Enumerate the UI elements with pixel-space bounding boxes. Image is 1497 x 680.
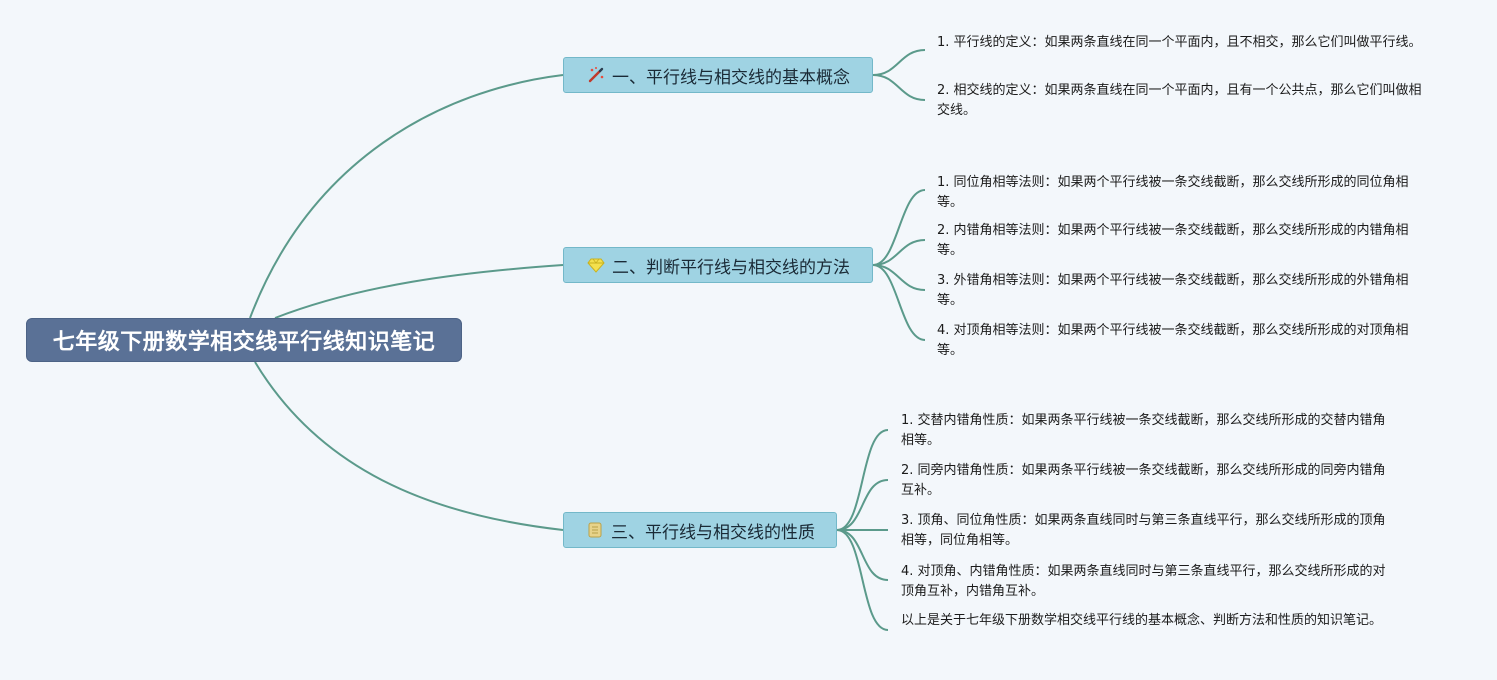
- leaf-1-2[interactable]: 2. 相交线的定义：如果两条直线在同一个平面内，且有一个公共点，那么它们叫做相交…: [937, 83, 1422, 118]
- branch-label-3: 三、平行线与相交线的性质: [611, 522, 815, 543]
- leaf-2-1[interactable]: 1. 同位角相等法则：如果两个平行线被一条交线截断，那么交线所形成的同位角相等。: [937, 175, 1409, 210]
- branch-label-2: 二、判断平行线与相交线的方法: [612, 257, 850, 278]
- connector-branch-2-leaf-2: [872, 239, 926, 266]
- root-topic[interactable]: 七年级下册数学相交线平行线知识笔记: [26, 318, 462, 362]
- connector-root-branch-1: [249, 74, 564, 319]
- leaf-2-2[interactable]: 2. 内错角相等法则：如果两个平行线被一条交线截断，那么交线所形成的内错角相等。: [937, 223, 1409, 258]
- branch-topic-3[interactable]: 三、平行线与相交线的性质: [563, 512, 837, 548]
- leaf-1-1[interactable]: 1. 平行线的定义：如果两条直线在同一个平面内，且不相交，那么它们叫做平行线。: [937, 35, 1422, 50]
- root-title: 七年级下册数学相交线平行线知识笔记: [52, 330, 436, 355]
- leaf-3-5[interactable]: 以上是关于七年级下册数学相交线平行线的基本概念、判断方法和性质的知识笔记。: [901, 613, 1383, 628]
- connector-root-branch-3: [254, 361, 564, 531]
- connector-branch-1-leaf-1: [872, 49, 926, 76]
- connector-branch-3-leaf-1: [836, 429, 889, 531]
- leaf-3-3[interactable]: 3. 顶角、同位角性质：如果两条直线同时与第三条直线平行，那么交线所形成的顶角相…: [901, 513, 1386, 548]
- connector-branch-1-leaf-2: [872, 74, 926, 101]
- connector-root-branch-2: [274, 264, 564, 319]
- connector-branch-3-leaf-2: [836, 479, 889, 531]
- connector-branch-3-leaf-5: [836, 529, 889, 631]
- connector-branch-2-leaf-1: [872, 189, 926, 266]
- branch-topic-2[interactable]: 二、判断平行线与相交线的方法: [563, 247, 873, 283]
- connector-branch-3-leaf-4: [836, 529, 889, 581]
- leaf-3-2[interactable]: 2. 同旁内错角性质：如果两条平行线被一条交线截断，那么交线所形成的同旁内错角互…: [901, 463, 1386, 498]
- leaf-2-3[interactable]: 3. 外错角相等法则：如果两个平行线被一条交线截断，那么交线所形成的外错角相等。: [937, 273, 1409, 308]
- scroll-icon: [585, 520, 605, 540]
- leaf-2-4[interactable]: 4. 对顶角相等法则：如果两个平行线被一条交线截断，那么交线所形成的对顶角相等。: [937, 323, 1409, 358]
- leaf-3-1[interactable]: 1. 交替内错角性质：如果两条平行线被一条交线截断，那么交线所形成的交替内错角相…: [901, 413, 1386, 448]
- connector-branch-2-leaf-4: [872, 264, 926, 341]
- leaf-3-4[interactable]: 4. 对顶角、内错角性质：如果两条直线同时与第三条直线平行，那么交线所形成的对顶…: [901, 564, 1386, 599]
- diamond-icon: [586, 255, 606, 275]
- branch-label-1: 一、平行线与相交线的基本概念: [612, 67, 850, 88]
- magic-wand-icon: [586, 65, 606, 85]
- branch-topic-1[interactable]: 一、平行线与相交线的基本概念: [563, 57, 873, 93]
